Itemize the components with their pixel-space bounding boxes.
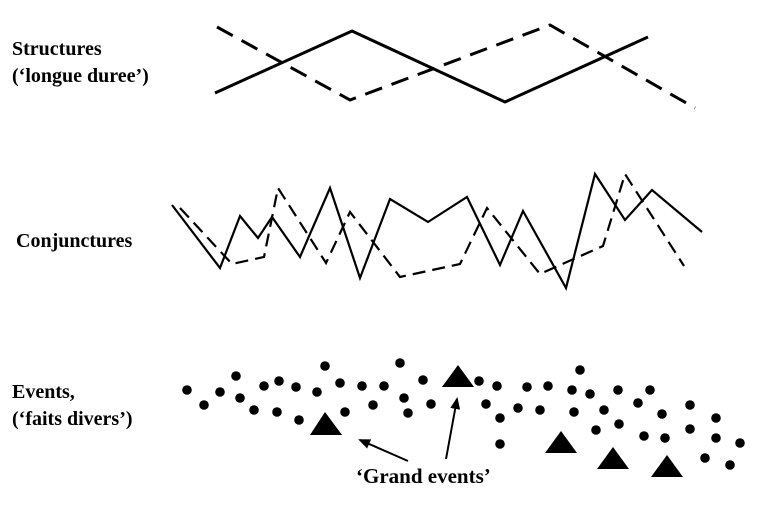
event-dot	[495, 439, 505, 449]
grand-events-arrow-right	[445, 397, 461, 460]
event-dot	[711, 413, 721, 423]
grand-event-triangle	[545, 431, 577, 453]
event-dot	[395, 358, 405, 368]
event-dot	[403, 408, 413, 418]
event-dot	[312, 387, 322, 397]
event-dots	[182, 358, 745, 470]
event-dot	[660, 433, 670, 443]
event-dot	[399, 393, 409, 403]
event-dot	[272, 407, 282, 417]
event-dot	[543, 381, 553, 391]
conjunctures-label-line1: Conjunctures	[16, 230, 133, 252]
event-dot	[495, 413, 505, 423]
conjunctures-lines	[171, 171, 703, 291]
conjunctures-dashed-line	[179, 171, 685, 279]
event-dot	[613, 385, 623, 395]
event-dot	[591, 425, 601, 435]
event-dot	[249, 405, 259, 415]
structures-solid-line	[214, 29, 649, 104]
events-label: Events, (‘faits divers’)	[12, 379, 133, 433]
event-dot	[235, 393, 245, 403]
event-dot	[182, 385, 192, 395]
event-dot	[379, 381, 389, 391]
event-dot	[599, 405, 609, 415]
event-dot	[418, 375, 428, 385]
event-dot	[535, 405, 545, 415]
conjunctures-label: Conjunctures	[16, 228, 132, 255]
event-dot	[426, 399, 436, 409]
event-dot	[569, 407, 579, 417]
grand-events-arrows	[358, 397, 461, 462]
event-dot	[575, 365, 585, 375]
event-dot	[294, 415, 304, 425]
events-label-line1: Events,	[12, 381, 75, 403]
event-dot	[700, 453, 710, 463]
event-dot	[340, 407, 350, 417]
events-label-line2: (‘faits divers’)	[12, 408, 133, 430]
event-dot	[522, 382, 532, 392]
event-dot	[657, 409, 667, 419]
grand-events-label: ‘Grand events’	[356, 464, 491, 488]
grand-event-triangle	[310, 412, 342, 435]
conjunctures-solid-line	[171, 171, 703, 291]
event-dot	[645, 385, 655, 395]
grand-event-triangle	[597, 447, 629, 469]
grand-event-triangle	[442, 365, 474, 387]
event-dot	[685, 424, 695, 434]
event-dot	[685, 400, 695, 410]
event-dot	[711, 433, 721, 443]
event-dot	[259, 381, 269, 391]
grand-event-triangle	[651, 455, 683, 477]
event-dot	[215, 387, 225, 397]
structures-lines	[214, 23, 696, 110]
event-dot	[735, 438, 745, 448]
event-dot	[474, 376, 484, 386]
structures-dashed-line	[216, 23, 696, 110]
event-dot	[335, 378, 345, 388]
grand-event-triangles	[310, 365, 683, 477]
event-dot	[368, 400, 378, 410]
event-dot	[639, 431, 649, 441]
event-dot	[633, 398, 643, 408]
structures-label: Structures (‘longue duree’)	[12, 36, 149, 90]
event-dot	[492, 381, 502, 391]
event-dot	[231, 371, 241, 381]
event-dot	[481, 399, 491, 409]
event-dot	[274, 376, 284, 386]
event-dot	[320, 361, 330, 371]
event-dot	[725, 460, 735, 470]
structures-label-line1: Structures	[12, 38, 102, 60]
event-dot	[199, 400, 209, 410]
event-dot	[291, 382, 301, 392]
event-dot	[585, 389, 595, 399]
event-dot	[357, 381, 367, 391]
structures-label-line2: (‘longue duree’)	[12, 65, 149, 87]
event-dot	[614, 419, 624, 429]
grand-events-arrow-left	[358, 439, 409, 462]
event-dot	[513, 403, 523, 413]
event-dot	[567, 385, 577, 395]
